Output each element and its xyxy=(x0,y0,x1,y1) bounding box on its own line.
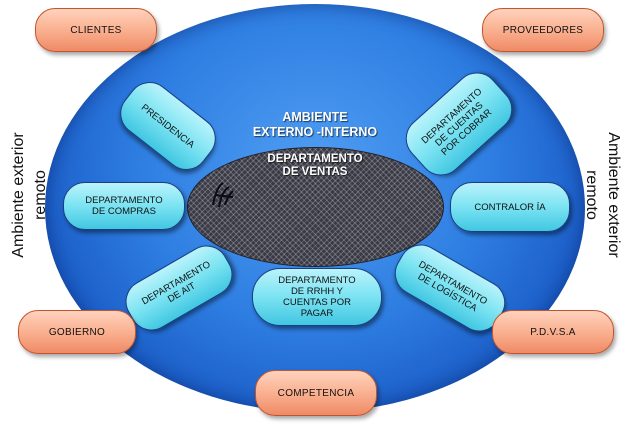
dept-rrhh-cuentas-por-pagar[interactable]: DEPARTAMENTO DE RRHH Y CUENTAS POR PAGAR xyxy=(252,268,382,326)
entity-pdvsa[interactable]: P.D.V.S.A xyxy=(492,310,614,354)
remote-environment-label-right: Ambiente exterior remoto xyxy=(583,132,622,258)
sales-department-core xyxy=(188,148,443,266)
hand-sketch-icon xyxy=(212,182,234,208)
environment-title: AMBIENTE EXTERNO -INTERNO xyxy=(252,110,378,139)
entity-gobierno[interactable]: GOBIERNO xyxy=(18,310,136,354)
remote-environment-label-left: Ambiente exterior remoto xyxy=(10,132,49,258)
sales-department-title: DEPARTAMENTO DE VENTAS xyxy=(267,153,363,178)
entity-proveedores[interactable]: PROVEEDORES xyxy=(482,8,604,52)
entity-clientes[interactable]: CLIENTES xyxy=(35,8,157,52)
dept-contraloria[interactable]: CONTRALOR ÍA xyxy=(450,182,570,232)
entity-competencia[interactable]: COMPETENCIA xyxy=(255,370,377,416)
dept-compras[interactable]: DEPARTAMENTO DE COMPRAS xyxy=(63,182,185,230)
